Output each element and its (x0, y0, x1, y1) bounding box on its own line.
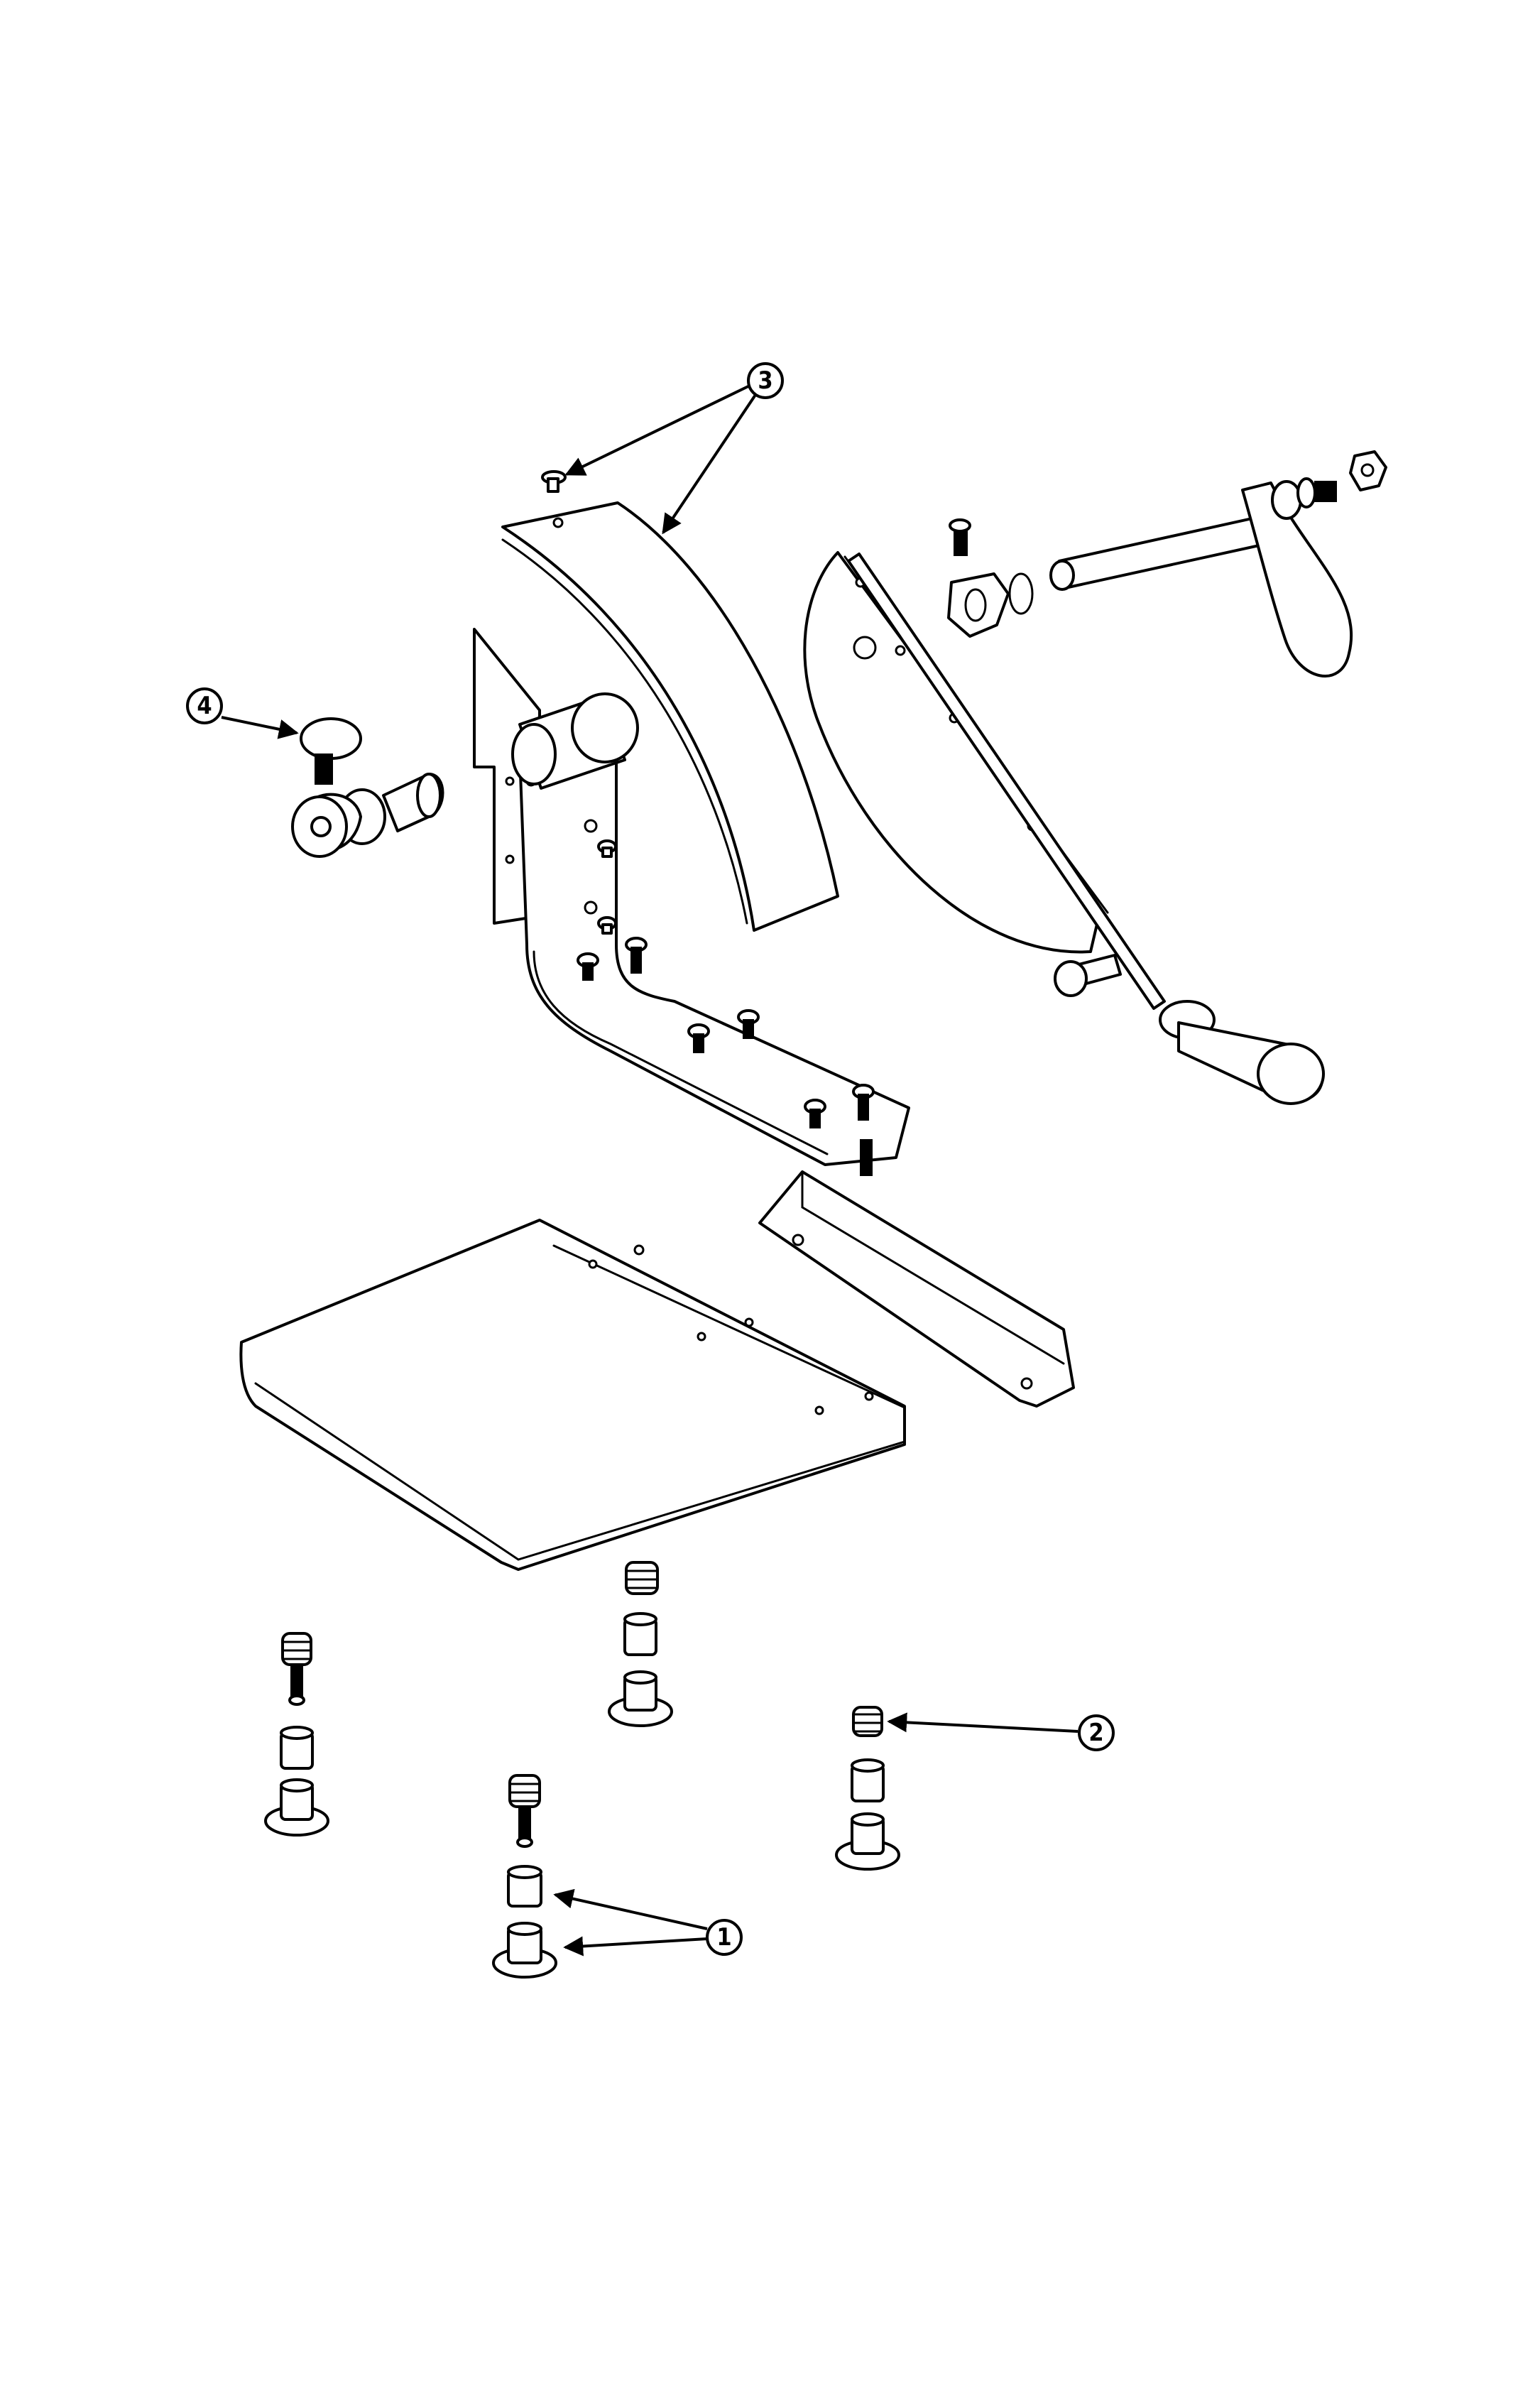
callout-4-label: 4 (197, 692, 212, 720)
foot (492, 1922, 557, 1979)
foot (264, 1778, 329, 1837)
spindle-boss (511, 692, 639, 790)
foot (835, 1812, 900, 1871)
spacer (851, 1758, 885, 1802)
angle-bracket (758, 1170, 1075, 1408)
callout-2: 2 (887, 1712, 1115, 1751)
crank-arm (847, 553, 1325, 1105)
threaded-insert (508, 1774, 541, 1808)
screw (577, 952, 599, 981)
screw (625, 937, 648, 974)
callout-4: 4 (186, 687, 299, 739)
bracket-screws (577, 839, 875, 1176)
threaded-insert (281, 1632, 312, 1666)
shaft-lever (1049, 450, 1387, 678)
screw (687, 1023, 710, 1053)
foot-set-front (492, 1774, 557, 1979)
screw (597, 839, 617, 858)
foot-set-right (835, 1706, 900, 1871)
thumb-screw (300, 717, 362, 785)
curved-guard-plate (501, 501, 839, 932)
callout-1: 1 (553, 1888, 743, 1957)
foot-set-center (608, 1561, 673, 1727)
bolt (516, 1806, 533, 1848)
nut-bolt-washer (947, 518, 1034, 638)
threaded-insert (625, 1561, 659, 1595)
screw (597, 916, 617, 935)
foot-set-left (264, 1632, 329, 1837)
callout-3-label: 3 (758, 366, 772, 395)
base-board (239, 1219, 906, 1571)
spacer (623, 1612, 657, 1656)
screw (860, 1139, 873, 1176)
callout-3: 3 (564, 362, 784, 535)
guard-screw (541, 470, 567, 493)
screw (804, 1099, 826, 1128)
screw (852, 1084, 875, 1121)
main-bracket (518, 737, 910, 1166)
spacer (507, 1865, 542, 1908)
spacer (280, 1726, 314, 1770)
threaded-insert (852, 1706, 883, 1737)
screw (737, 1009, 760, 1039)
collar-shaft (291, 773, 444, 858)
foot (608, 1670, 673, 1727)
bolt (288, 1664, 305, 1706)
callout-1-label: 1 (716, 1923, 731, 1952)
callout-2-label: 2 (1088, 1719, 1103, 1747)
